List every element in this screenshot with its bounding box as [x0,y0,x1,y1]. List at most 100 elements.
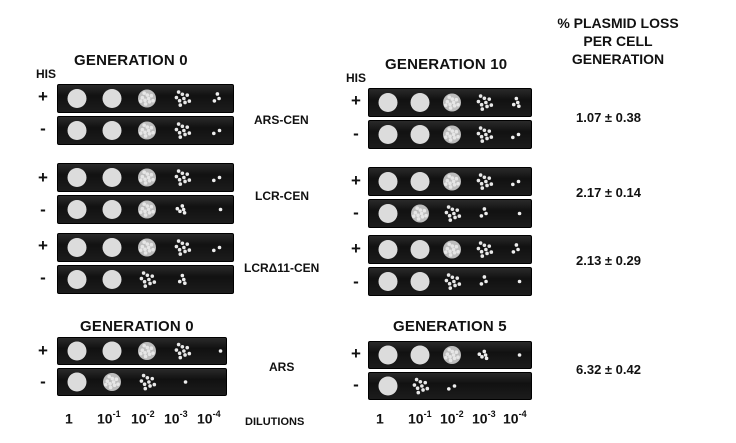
colony-spot [108,385,113,390]
colony-spot [140,174,145,179]
colony-spot [421,388,425,392]
colony-spot [182,245,186,250]
colony-spot [378,240,398,259]
dilution-label: 10-1 [408,409,432,427]
strain-label-ars: ARS [269,360,295,374]
his-minus-sign: - [353,203,359,222]
dilution-label: 1 [65,410,73,427]
colony-spot [415,206,419,210]
colony-spot [147,131,152,136]
colony-spot [151,177,155,182]
dilution-label: 10-3 [164,409,188,427]
colony-spot [187,178,192,182]
colony-spot [143,130,147,135]
colony-spot [116,382,120,386]
colony-spot [114,377,119,381]
colony-spot [151,247,155,252]
colony-spot [147,99,152,104]
colony-spot [182,349,186,353]
colony-spot [456,181,460,186]
colony-spot [478,94,483,98]
plate-strip [57,265,234,294]
colony-spot [145,93,150,97]
colony-spot [150,376,155,381]
colony-spot [142,91,146,95]
colony-spot [147,277,151,282]
colony-spot [448,358,453,363]
colony-spot [484,279,488,284]
colony-spot [478,126,483,130]
colony-spot [178,209,182,214]
colony-spot [515,100,520,105]
colony-spot [410,345,430,365]
colony-spot [175,206,180,211]
colony-spot [177,279,182,284]
colony-spot [511,102,516,107]
colony-spot [183,179,187,184]
colony-spot [143,181,148,185]
colony-spot [67,270,87,289]
colony-spot [517,104,521,109]
colony-spot [448,134,452,139]
colony-spot [182,128,186,133]
colony-spot [183,380,188,384]
colony-spot [410,272,430,291]
colony-spot [143,247,147,252]
colony-spot [410,172,430,191]
loss-value-ars: 6.32 ± 0.42 [576,362,641,377]
colony-spot [422,208,427,213]
colony-spot [151,351,155,355]
colony-spot [142,279,147,284]
colony-spot [138,351,143,356]
colony-spot [443,355,448,360]
colony-spot [142,123,146,127]
colony-spot [418,379,423,384]
colony-spot [141,373,146,378]
colony-spot [448,355,452,359]
colony-spot [177,177,182,182]
his-label-right: HIS [346,71,367,85]
colony-spot [420,384,424,388]
colony-spot [212,178,216,183]
colony-spot [410,93,430,112]
his-minus-sign: - [40,200,46,219]
colony-spot [517,211,522,216]
colony-spot [484,100,488,105]
colony-spot [450,244,455,248]
colony-spot [448,138,453,142]
colony-spot [147,178,152,183]
colony-spot [67,238,87,257]
colony-spot [447,281,452,286]
colony-spot [482,175,487,180]
colony-spot [484,179,488,184]
colony-spot [183,132,187,137]
colony-spot [480,355,484,359]
colony-spot [112,383,117,388]
colony-spot [479,249,484,254]
plasmid-loss-header: % PLASMID LOSS PER CELL GENERATION [523,14,713,68]
colony-spot [212,99,217,103]
colony-spot [482,96,487,101]
colony-spot [146,349,151,353]
colony-spot [151,98,155,103]
colony-spot [151,209,155,214]
colony-spot [102,238,122,257]
colony-spot [444,278,449,283]
his-plus-sign: + [351,91,361,110]
colony-spot [420,214,425,219]
colony-spot [445,246,450,251]
colony-spot [489,250,494,254]
colony-spot [447,174,451,178]
colony-spot [378,125,398,144]
his-plus-sign: + [38,87,48,106]
colony-spot [484,211,488,216]
colony-spot [453,283,457,288]
colony-spot [480,254,485,258]
colony-spot [149,346,154,350]
colony-spot [143,351,147,355]
colony-spot [445,178,450,183]
colony-spot [445,352,450,356]
colony-spot [514,243,519,247]
dilution-label: 10-2 [440,409,464,427]
colony-spot [456,102,460,107]
